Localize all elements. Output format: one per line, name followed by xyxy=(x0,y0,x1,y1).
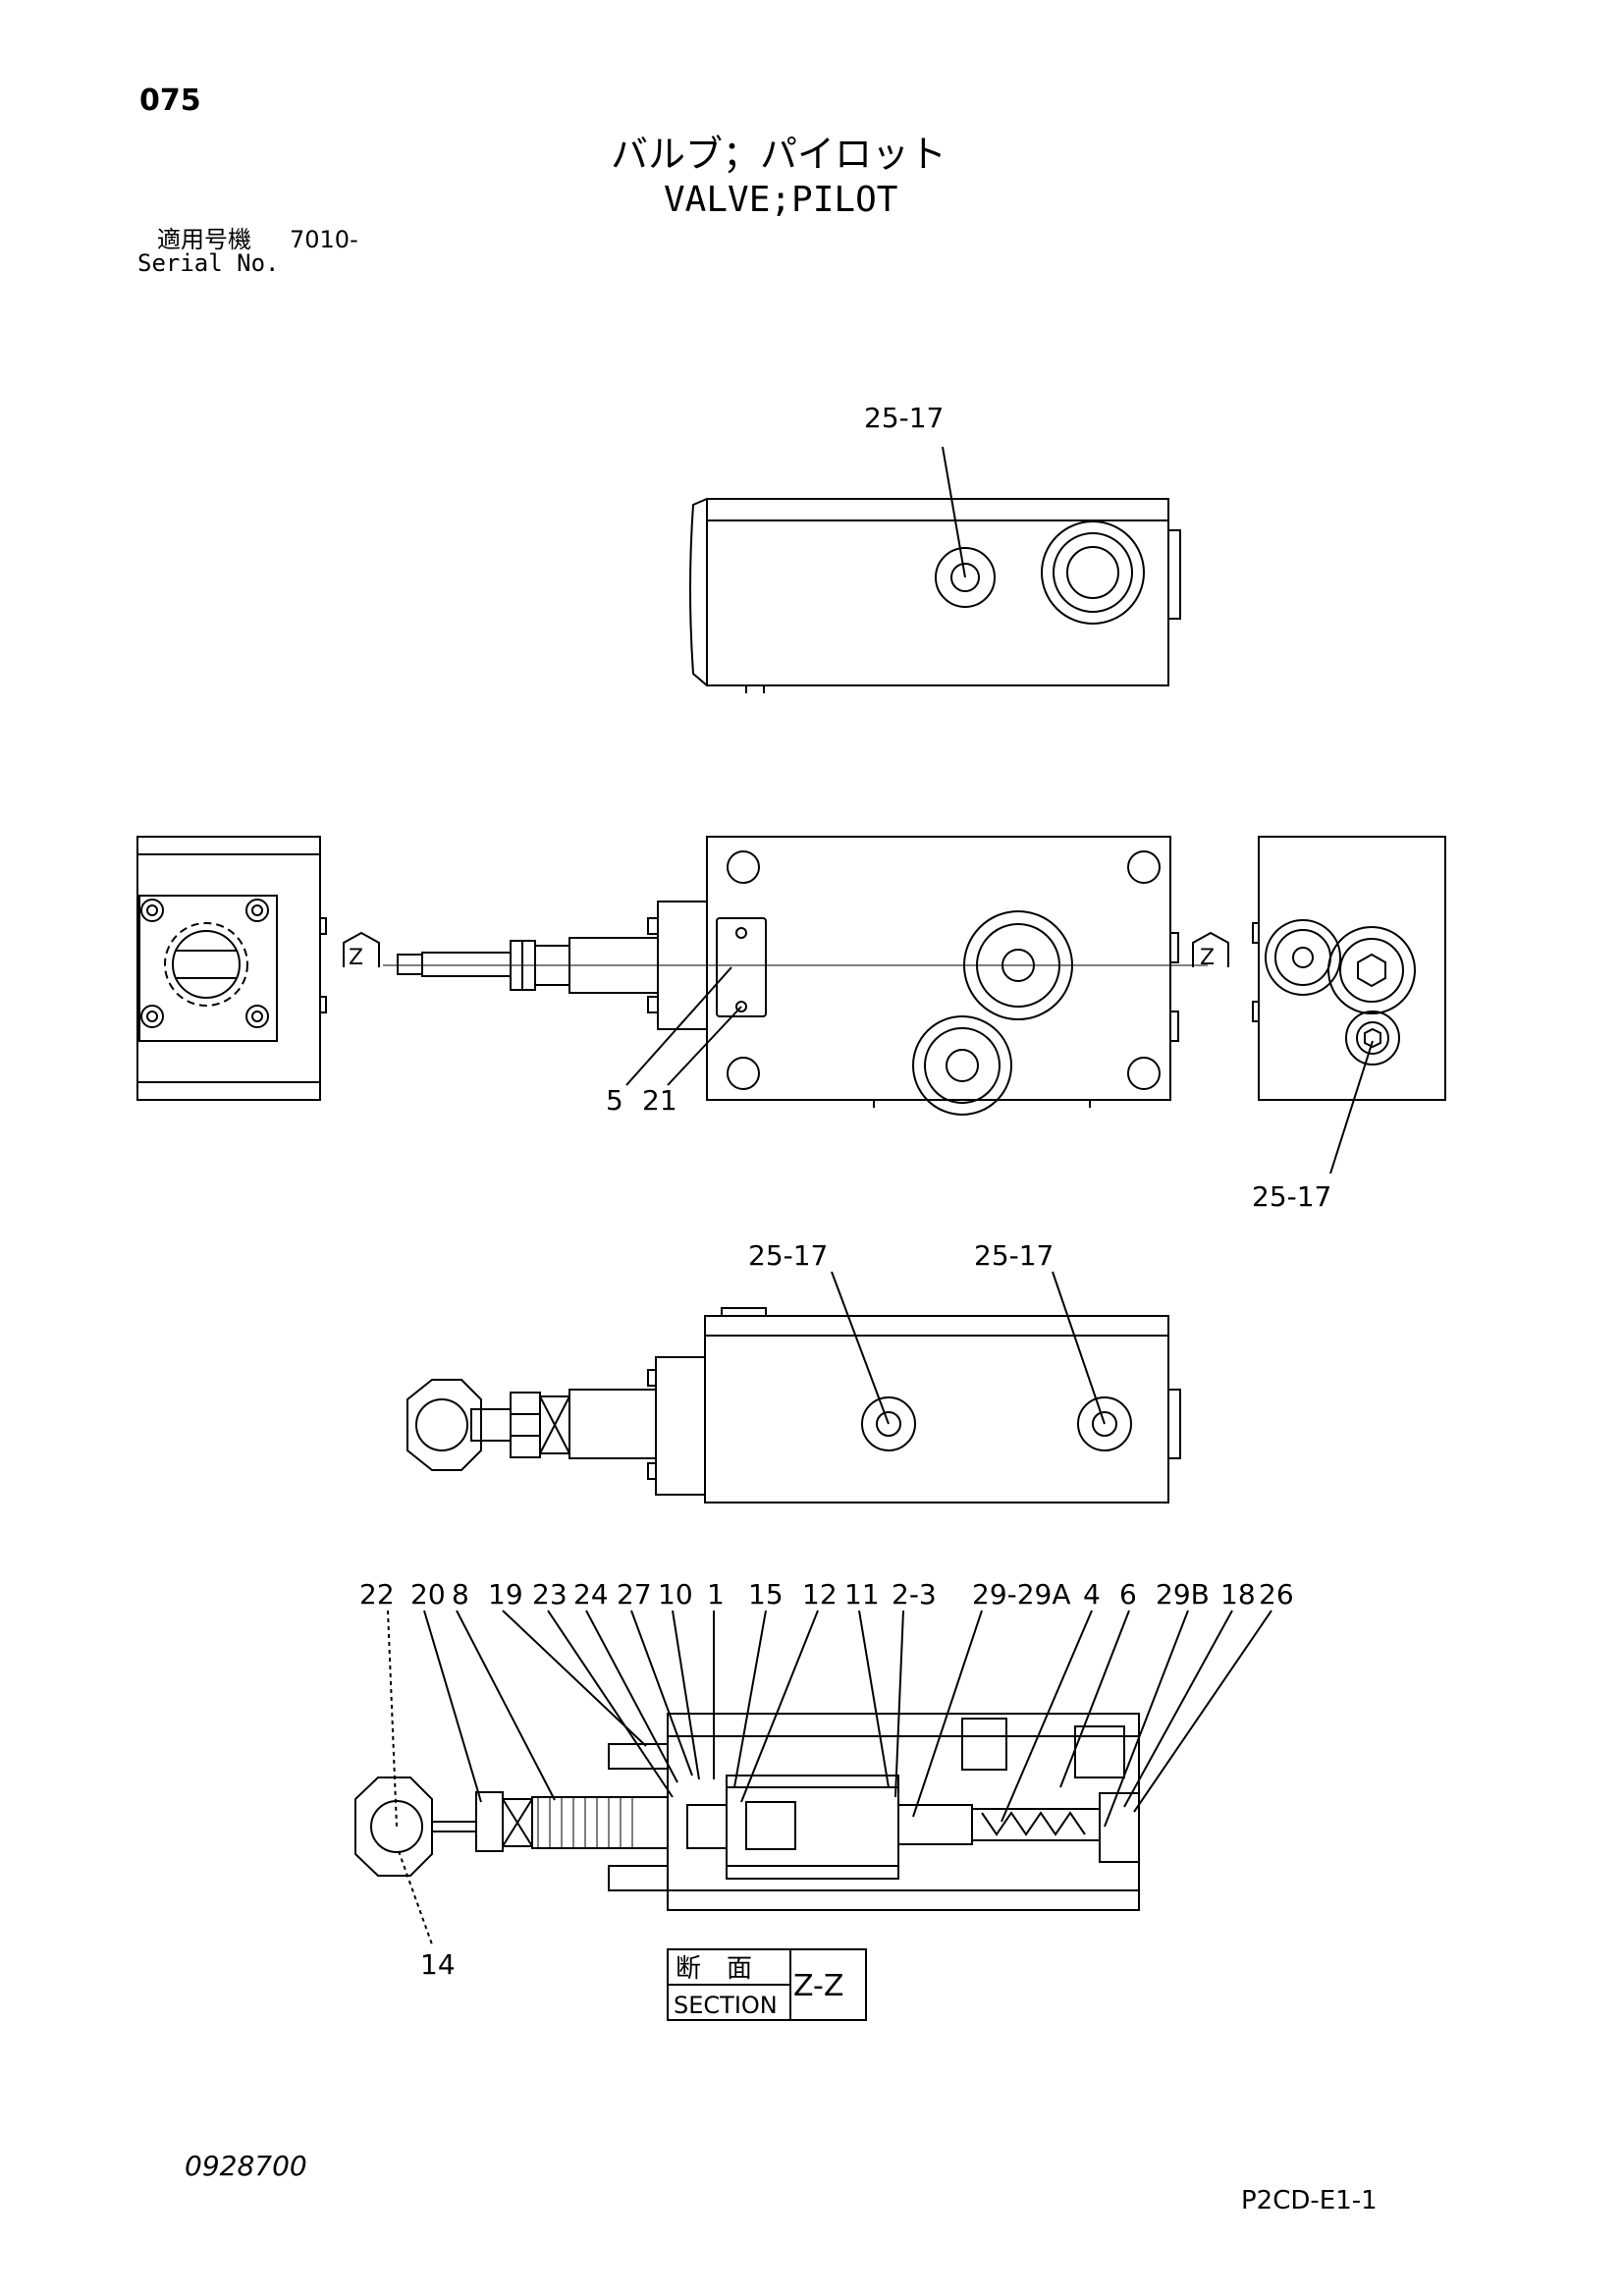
section-view xyxy=(354,1610,1272,1945)
section-callout: 23 xyxy=(532,1578,568,1611)
section-callout: 18 xyxy=(1220,1578,1256,1611)
bottom-view xyxy=(406,1271,1181,1503)
top-view xyxy=(689,446,1181,693)
drawing-number: 0928700 xyxy=(185,2150,307,2182)
serial-label-english: Serial No. xyxy=(137,249,280,277)
callout-21: 21 xyxy=(642,1084,677,1117)
callout-bottom-left-25-17: 25-17 xyxy=(748,1239,828,1272)
section-callout: 29B xyxy=(1156,1578,1210,1611)
left-side-view xyxy=(136,836,380,1101)
svg-text:Z: Z xyxy=(1200,946,1215,970)
section-callout: 15 xyxy=(748,1578,784,1611)
section-callout: 29-29A xyxy=(972,1578,1071,1611)
section-box-en: SECTION xyxy=(674,1992,778,2019)
section-callout: 8 xyxy=(452,1578,469,1611)
callout-top-25-17: 25-17 xyxy=(864,402,944,434)
section-box-jp: 断 面 xyxy=(676,1954,752,1984)
section-callout: 10 xyxy=(658,1578,693,1611)
section-callout: 26 xyxy=(1259,1578,1294,1611)
page-number: 075 xyxy=(139,83,201,118)
title-japanese: バルブ；パイロット xyxy=(611,133,947,176)
callout-5: 5 xyxy=(606,1084,623,1117)
callout-14: 14 xyxy=(420,1948,456,1981)
section-callout: 2-3 xyxy=(892,1578,937,1611)
section-callout: 6 xyxy=(1119,1578,1137,1611)
right-side-view xyxy=(1252,836,1446,1175)
section-box-label: Z-Z xyxy=(793,1969,843,2003)
section-callout: 4 xyxy=(1083,1578,1101,1611)
section-callout: 27 xyxy=(617,1578,652,1611)
front-view xyxy=(383,836,1229,1116)
svg-text:Z: Z xyxy=(349,946,363,970)
serial-label-japanese: 適用号機 xyxy=(157,226,251,253)
section-box xyxy=(667,1948,867,2021)
figure-code: P2CD-E1-1 xyxy=(1241,2186,1378,2215)
section-callout: 22 xyxy=(359,1578,395,1611)
serial-value: 7010- xyxy=(290,226,358,253)
callout-right-25-17: 25-17 xyxy=(1252,1180,1331,1213)
view-marker-right: Z xyxy=(1200,946,1215,970)
section-callout: 1 xyxy=(707,1578,725,1611)
section-callout: 11 xyxy=(844,1578,880,1611)
section-callout: 19 xyxy=(488,1578,523,1611)
section-callout: 12 xyxy=(802,1578,838,1611)
section-callout: 20 xyxy=(410,1578,446,1611)
title-english: VALVE;PILOT xyxy=(664,180,898,220)
callout-bottom-right-25-17: 25-17 xyxy=(974,1239,1054,1272)
view-marker-left: Z xyxy=(349,946,363,970)
section-callout: 24 xyxy=(573,1578,609,1611)
